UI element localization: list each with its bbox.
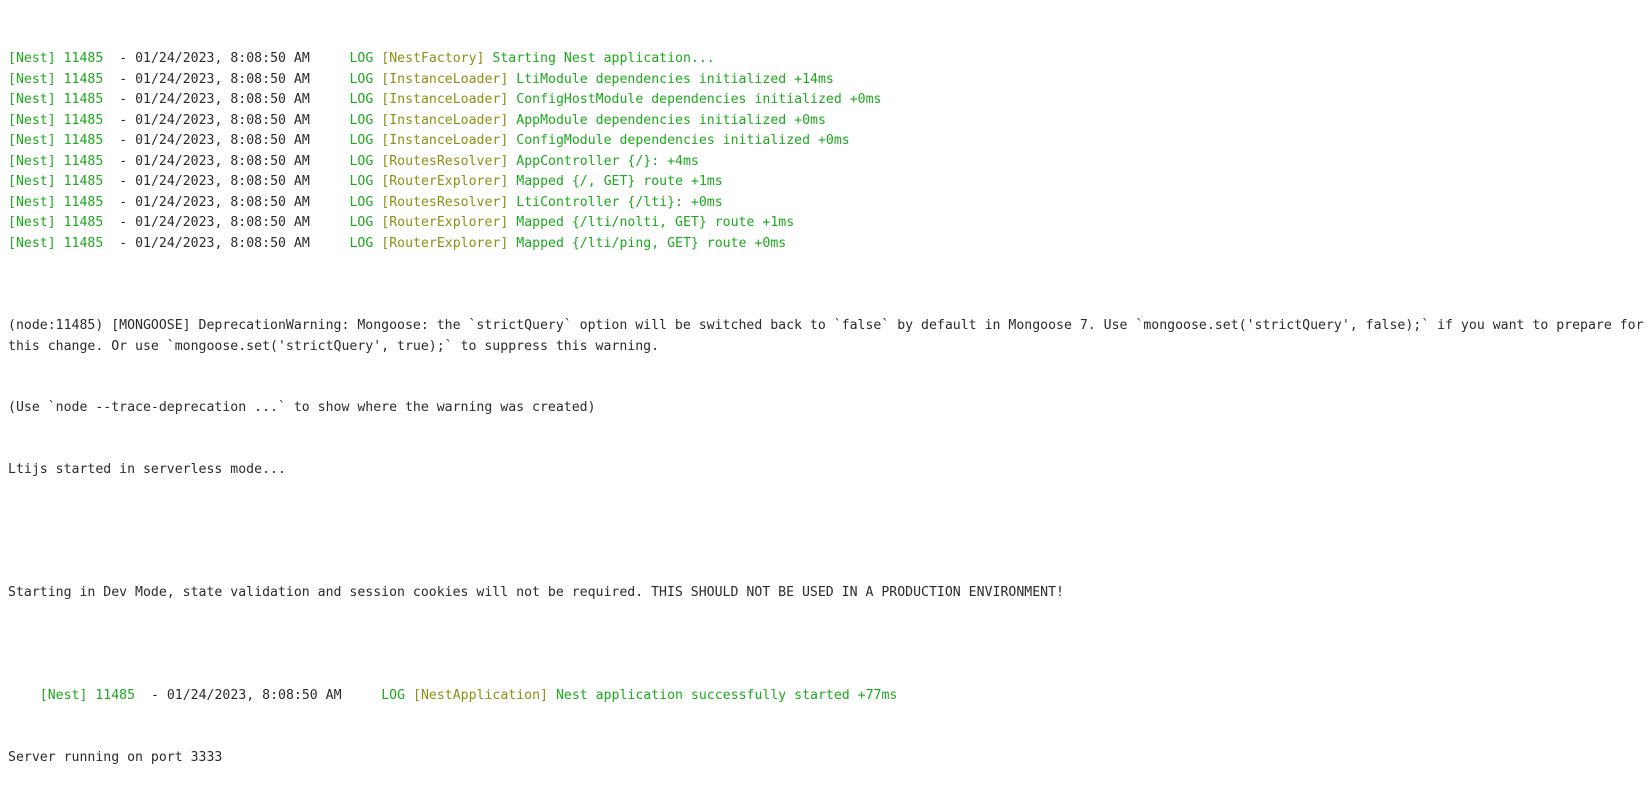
- nest-pid: 11485: [63, 174, 104, 190]
- nest-context: [InstanceLoader]: [381, 92, 509, 108]
- nest-pid: 11485: [63, 236, 104, 252]
- nest-level: LOG: [349, 174, 374, 190]
- nest-log-line: [Nest] 11485 - 01/24/2023, 8:08:50 AM LO…: [8, 152, 1650, 173]
- nest-level: LOG: [349, 153, 374, 169]
- nest-context: [InstanceLoader]: [381, 133, 509, 149]
- nest-level: LOG: [349, 51, 374, 67]
- nest-context: [RoutesResolver]: [381, 194, 509, 210]
- nest-pid: 11485: [63, 71, 104, 87]
- nest-log-line: [Nest] 11485 - 01/24/2023, 8:08:50 AM LO…: [8, 49, 1650, 70]
- ltijs-serverless-line: Ltijs started in serverless mode...: [8, 462, 286, 478]
- nest-message: Nest application successfully started +7…: [555, 688, 898, 704]
- nest-timestamp: 01/24/2023, 8:08:50 AM: [135, 194, 310, 210]
- nest-log-line: [Nest] 11485 - 01/24/2023, 8:08:50 AM LO…: [8, 213, 1650, 234]
- nest-dash: -: [119, 51, 128, 67]
- dev-mode-warning-line: Starting in Dev Mode, state validation a…: [8, 585, 1064, 601]
- nest-dash: -: [150, 688, 159, 704]
- nest-message: ConfigHostModule dependencies initialize…: [516, 92, 882, 108]
- nest-level: LOG: [349, 92, 374, 108]
- nest-timestamp: 01/24/2023, 8:08:50 AM: [166, 688, 342, 704]
- nest-timestamp: 01/24/2023, 8:08:50 AM: [135, 236, 310, 252]
- nest-message: Mapped {/lti/ping, GET} route +0ms: [516, 236, 787, 252]
- nest-dash: -: [119, 71, 128, 87]
- nest-log-line-final: [Nest] 11485 - 01/24/2023, 8:08:50 AM LO…: [8, 666, 1650, 703]
- nest-log-line: [Nest] 11485 - 01/24/2023, 8:08:50 AM LO…: [8, 172, 1650, 193]
- nest-message: Mapped {/lti/nolti, GET} route +1ms: [516, 215, 795, 231]
- nest-context: [InstanceLoader]: [381, 71, 509, 87]
- nest-level: LOG: [349, 215, 374, 231]
- nest-dash: -: [119, 194, 128, 210]
- nest-log-line: [Nest] 11485 - 01/24/2023, 8:08:50 AM LO…: [8, 193, 1650, 214]
- nest-timestamp: 01/24/2023, 8:08:50 AM: [135, 92, 310, 108]
- nest-context: [RoutesResolver]: [381, 153, 509, 169]
- nest-log-line: [Nest] 11485 - 01/24/2023, 8:08:50 AM LO…: [8, 70, 1650, 91]
- nest-prefix: [Nest]: [8, 71, 56, 87]
- nest-timestamp: 01/24/2023, 8:08:50 AM: [135, 133, 310, 149]
- nest-log-line: [Nest] 11485 - 01/24/2023, 8:08:50 AM LO…: [8, 111, 1650, 132]
- nest-dash: -: [119, 112, 128, 128]
- nest-pid: 11485: [63, 215, 104, 231]
- nest-dash: -: [119, 236, 128, 252]
- nest-timestamp: 01/24/2023, 8:08:50 AM: [135, 112, 310, 128]
- nest-prefix: [Nest]: [8, 51, 56, 67]
- blank-line: [8, 522, 1650, 543]
- nest-timestamp: 01/24/2023, 8:08:50 AM: [135, 71, 310, 87]
- nest-log-line-group: [Nest] 11485 - 01/24/2023, 8:08:50 AM LO…: [8, 49, 1650, 254]
- nest-message: ConfigModule dependencies initialized +0…: [516, 133, 850, 149]
- nest-log-line: [Nest] 11485 - 01/24/2023, 8:08:50 AM LO…: [8, 90, 1650, 111]
- nest-timestamp: 01/24/2023, 8:08:50 AM: [135, 153, 310, 169]
- nest-message: Mapped {/, GET} route +1ms: [516, 174, 723, 190]
- nest-prefix: [Nest]: [8, 236, 56, 252]
- nest-prefix: [Nest]: [8, 153, 56, 169]
- nest-pid: 11485: [63, 133, 104, 149]
- nest-context: [InstanceLoader]: [381, 112, 509, 128]
- nest-context: [NestApplication]: [413, 688, 548, 704]
- nest-dash: -: [119, 133, 128, 149]
- nest-context: [RouterExplorer]: [381, 236, 509, 252]
- nest-pid: 11485: [63, 194, 104, 210]
- nest-dash: -: [119, 92, 128, 108]
- nest-pid: 11485: [63, 153, 104, 169]
- nest-pid: 11485: [63, 112, 104, 128]
- nest-pid: 11485: [95, 688, 136, 704]
- nest-log-line: [Nest] 11485 - 01/24/2023, 8:08:50 AM LO…: [8, 234, 1650, 255]
- nest-pid: 11485: [63, 51, 104, 67]
- nest-pid: 11485: [63, 92, 104, 108]
- mongoose-deprecation-warning: (node:11485) [MONGOOSE] DeprecationWarni…: [8, 318, 1644, 354]
- nest-timestamp: 01/24/2023, 8:08:50 AM: [135, 215, 310, 231]
- nest-level: LOG: [381, 688, 406, 704]
- nest-prefix: [Nest]: [8, 194, 56, 210]
- server-running-line: Server running on port 3333: [8, 749, 223, 765]
- nest-level: LOG: [349, 112, 374, 128]
- nest-timestamp: 01/24/2023, 8:08:50 AM: [135, 174, 310, 190]
- nest-dash: -: [119, 174, 128, 190]
- nest-message: LtiModule dependencies initialized +14ms: [516, 71, 834, 87]
- nest-prefix: [Nest]: [8, 133, 56, 149]
- terminal-output[interactable]: [Nest] 11485 - 01/24/2023, 8:08:50 AM LO…: [0, 0, 1650, 765]
- nest-message: AppController {/}: +4ms: [516, 153, 699, 169]
- nest-context: [NestFactory]: [381, 51, 485, 67]
- nest-level: LOG: [349, 133, 374, 149]
- nest-prefix: [Nest]: [8, 92, 56, 108]
- nest-log-line: [Nest] 11485 - 01/24/2023, 8:08:50 AM LO…: [8, 131, 1650, 152]
- nest-dash: -: [119, 215, 128, 231]
- nest-message: AppModule dependencies initialized +0ms: [516, 112, 826, 128]
- nest-dash: -: [119, 153, 128, 169]
- trace-deprecation-hint: (Use `node --trace-deprecation ...` to s…: [8, 400, 596, 416]
- nest-context: [RouterExplorer]: [381, 174, 509, 190]
- nest-timestamp: 01/24/2023, 8:08:50 AM: [135, 51, 310, 67]
- nest-message: Starting Nest application...: [492, 51, 715, 67]
- nest-level: LOG: [349, 194, 374, 210]
- nest-context: [RouterExplorer]: [381, 215, 509, 231]
- nest-level: LOG: [349, 71, 374, 87]
- nest-prefix: [Nest]: [8, 215, 56, 231]
- nest-message: LtiController {/lti}: +0ms: [516, 194, 723, 210]
- nest-prefix: [Nest]: [8, 174, 56, 190]
- nest-level: LOG: [349, 236, 374, 252]
- nest-prefix: [Nest]: [39, 688, 88, 704]
- nest-prefix: [Nest]: [8, 112, 56, 128]
